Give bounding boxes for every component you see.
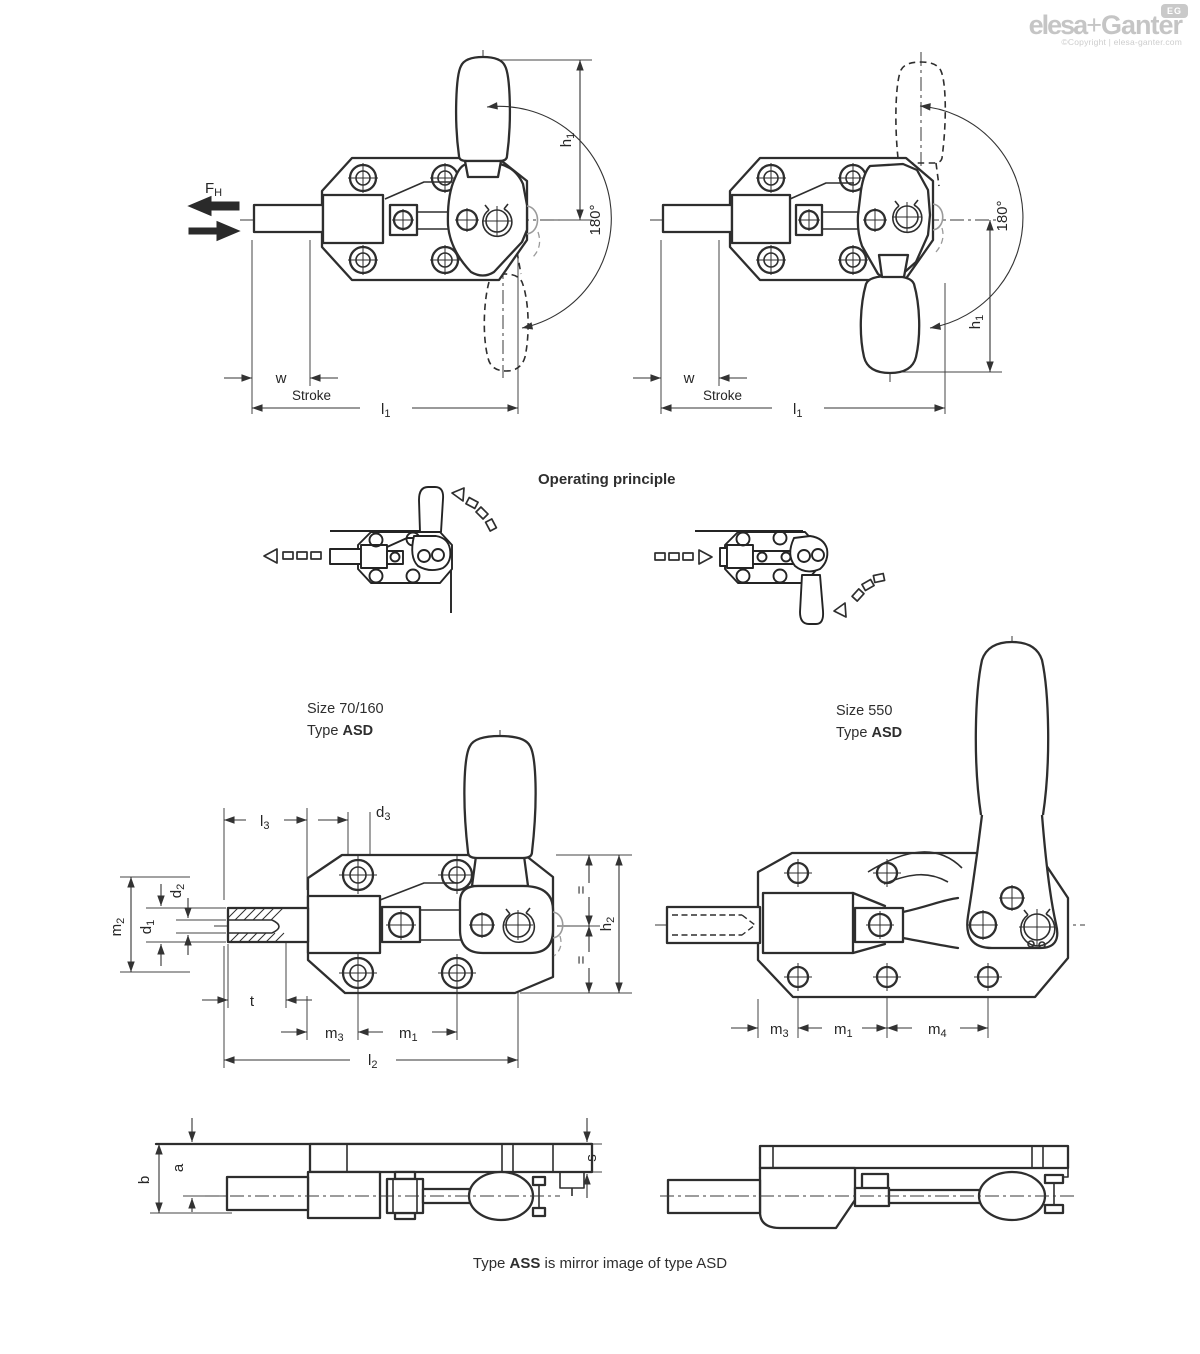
slide-block [761,891,855,955]
handle-alt-position-dashed [895,61,947,164]
dim-label-t: t [250,993,255,1010]
threaded-rod-hidden [665,905,762,945]
motion-arrow-right [698,549,713,565]
equal-mark: = [573,955,590,964]
dim-label-m3: m3 [770,1021,789,1040]
handle [463,734,537,860]
dim-label-l2: l2 [368,1052,377,1071]
size-text: Size 70/160 [307,701,384,717]
dim-label-180: 180° [994,200,1011,231]
dim-label-d1: d1 [138,920,157,934]
slide-block [321,193,385,245]
size-text: Size 550 [836,703,893,719]
hatching [227,907,285,943]
mounting-plate [308,1142,594,1174]
dim-label-h1: h1 [967,315,986,329]
type-code: ASD [871,725,903,741]
equal-mark: = [573,885,590,894]
force-arrow-left [184,194,241,218]
drawing-size-550: m3 m1 m4 [655,636,1085,1040]
mirror-image-note: Type ASS is mirror image of type ASD [472,1255,728,1272]
dim-label-m1: m1 [399,1025,418,1044]
operating-principle-right [654,530,886,625]
dim-label-s: s [583,1154,600,1162]
dim-label-l1: l1 [381,401,390,420]
mounting-plate [758,1144,1070,1170]
dim-label-w: w [683,370,695,387]
dim-label-stroke: Stroke [703,388,742,403]
type-code: ASD [342,723,374,739]
drawing-side-view-left: s b a [136,1118,602,1222]
handle [859,274,921,375]
drawing-side-view-right [660,1144,1075,1230]
handle [454,55,512,163]
dim-label-m3: m3 [325,1025,344,1044]
operating-principle-left [263,486,498,613]
push-rod [661,203,734,234]
dim-label-180: 180° [587,204,604,235]
handle [974,640,1050,816]
slide-block [306,1170,382,1220]
operating-principle-heading: Operating principle [538,471,676,488]
motion-arrow-left [263,548,278,564]
logo-elesa: elesa [1028,10,1089,40]
push-rod [225,1175,310,1212]
type-text: Type [307,723,343,739]
size-label-70-160: Size 70/160 Type ASD [307,698,384,742]
dim-label-m4: m4 [928,1021,947,1040]
logo-eg-badge-icon: EG [1161,4,1188,18]
logo-plus: + [1086,10,1102,40]
brand-logo: EG elesa+Ganter ©Copyright | elesa-gante… [1028,4,1188,47]
drawing-top-view-handle-down: w Stroke l1 h1 180° [633,52,1024,420]
handle [418,486,445,533]
slide-block [758,1166,857,1230]
force-arrow-right [187,219,244,243]
dim-label-fh: FH [205,180,222,199]
slide-block [306,894,382,955]
handle [799,574,825,625]
dim-label-m2: m2 [108,918,127,937]
dim-label-d2: d2 [168,884,187,898]
dim-label-h2: h2 [598,917,617,931]
pivot-head [966,814,1059,950]
dim-label-b: b [136,1176,153,1184]
size-label-550: Size 550 Type ASD [836,700,902,744]
dim-label-l1: l1 [793,401,802,420]
type-text: Type [836,725,872,741]
handle-motion-arrow [451,487,465,502]
dim-label-d3: d3 [376,804,390,823]
logo-copyright: ©Copyright | elesa-ganter.com [1061,37,1182,47]
threaded-rod [226,906,310,944]
handle-motion-arrow [833,602,847,618]
drawing-size-70-160: l3 d3 m2 d1 d2 t m3 m1 l2 = = h2 [108,730,632,1071]
drawing-top-view-handle-up: FH w Stroke l1 h1 180° [184,50,1002,420]
dim-label-h1: h1 [558,133,577,147]
dim-label-w: w [275,370,287,387]
push-rod [252,203,325,234]
dim-label-l3: l3 [260,813,269,832]
dim-label-stroke: Stroke [292,388,331,403]
dim-label-a: a [170,1163,187,1172]
dim-label-m1: m1 [834,1021,853,1040]
handle-alt-position-dashed [483,273,529,372]
slide-block [730,193,792,245]
